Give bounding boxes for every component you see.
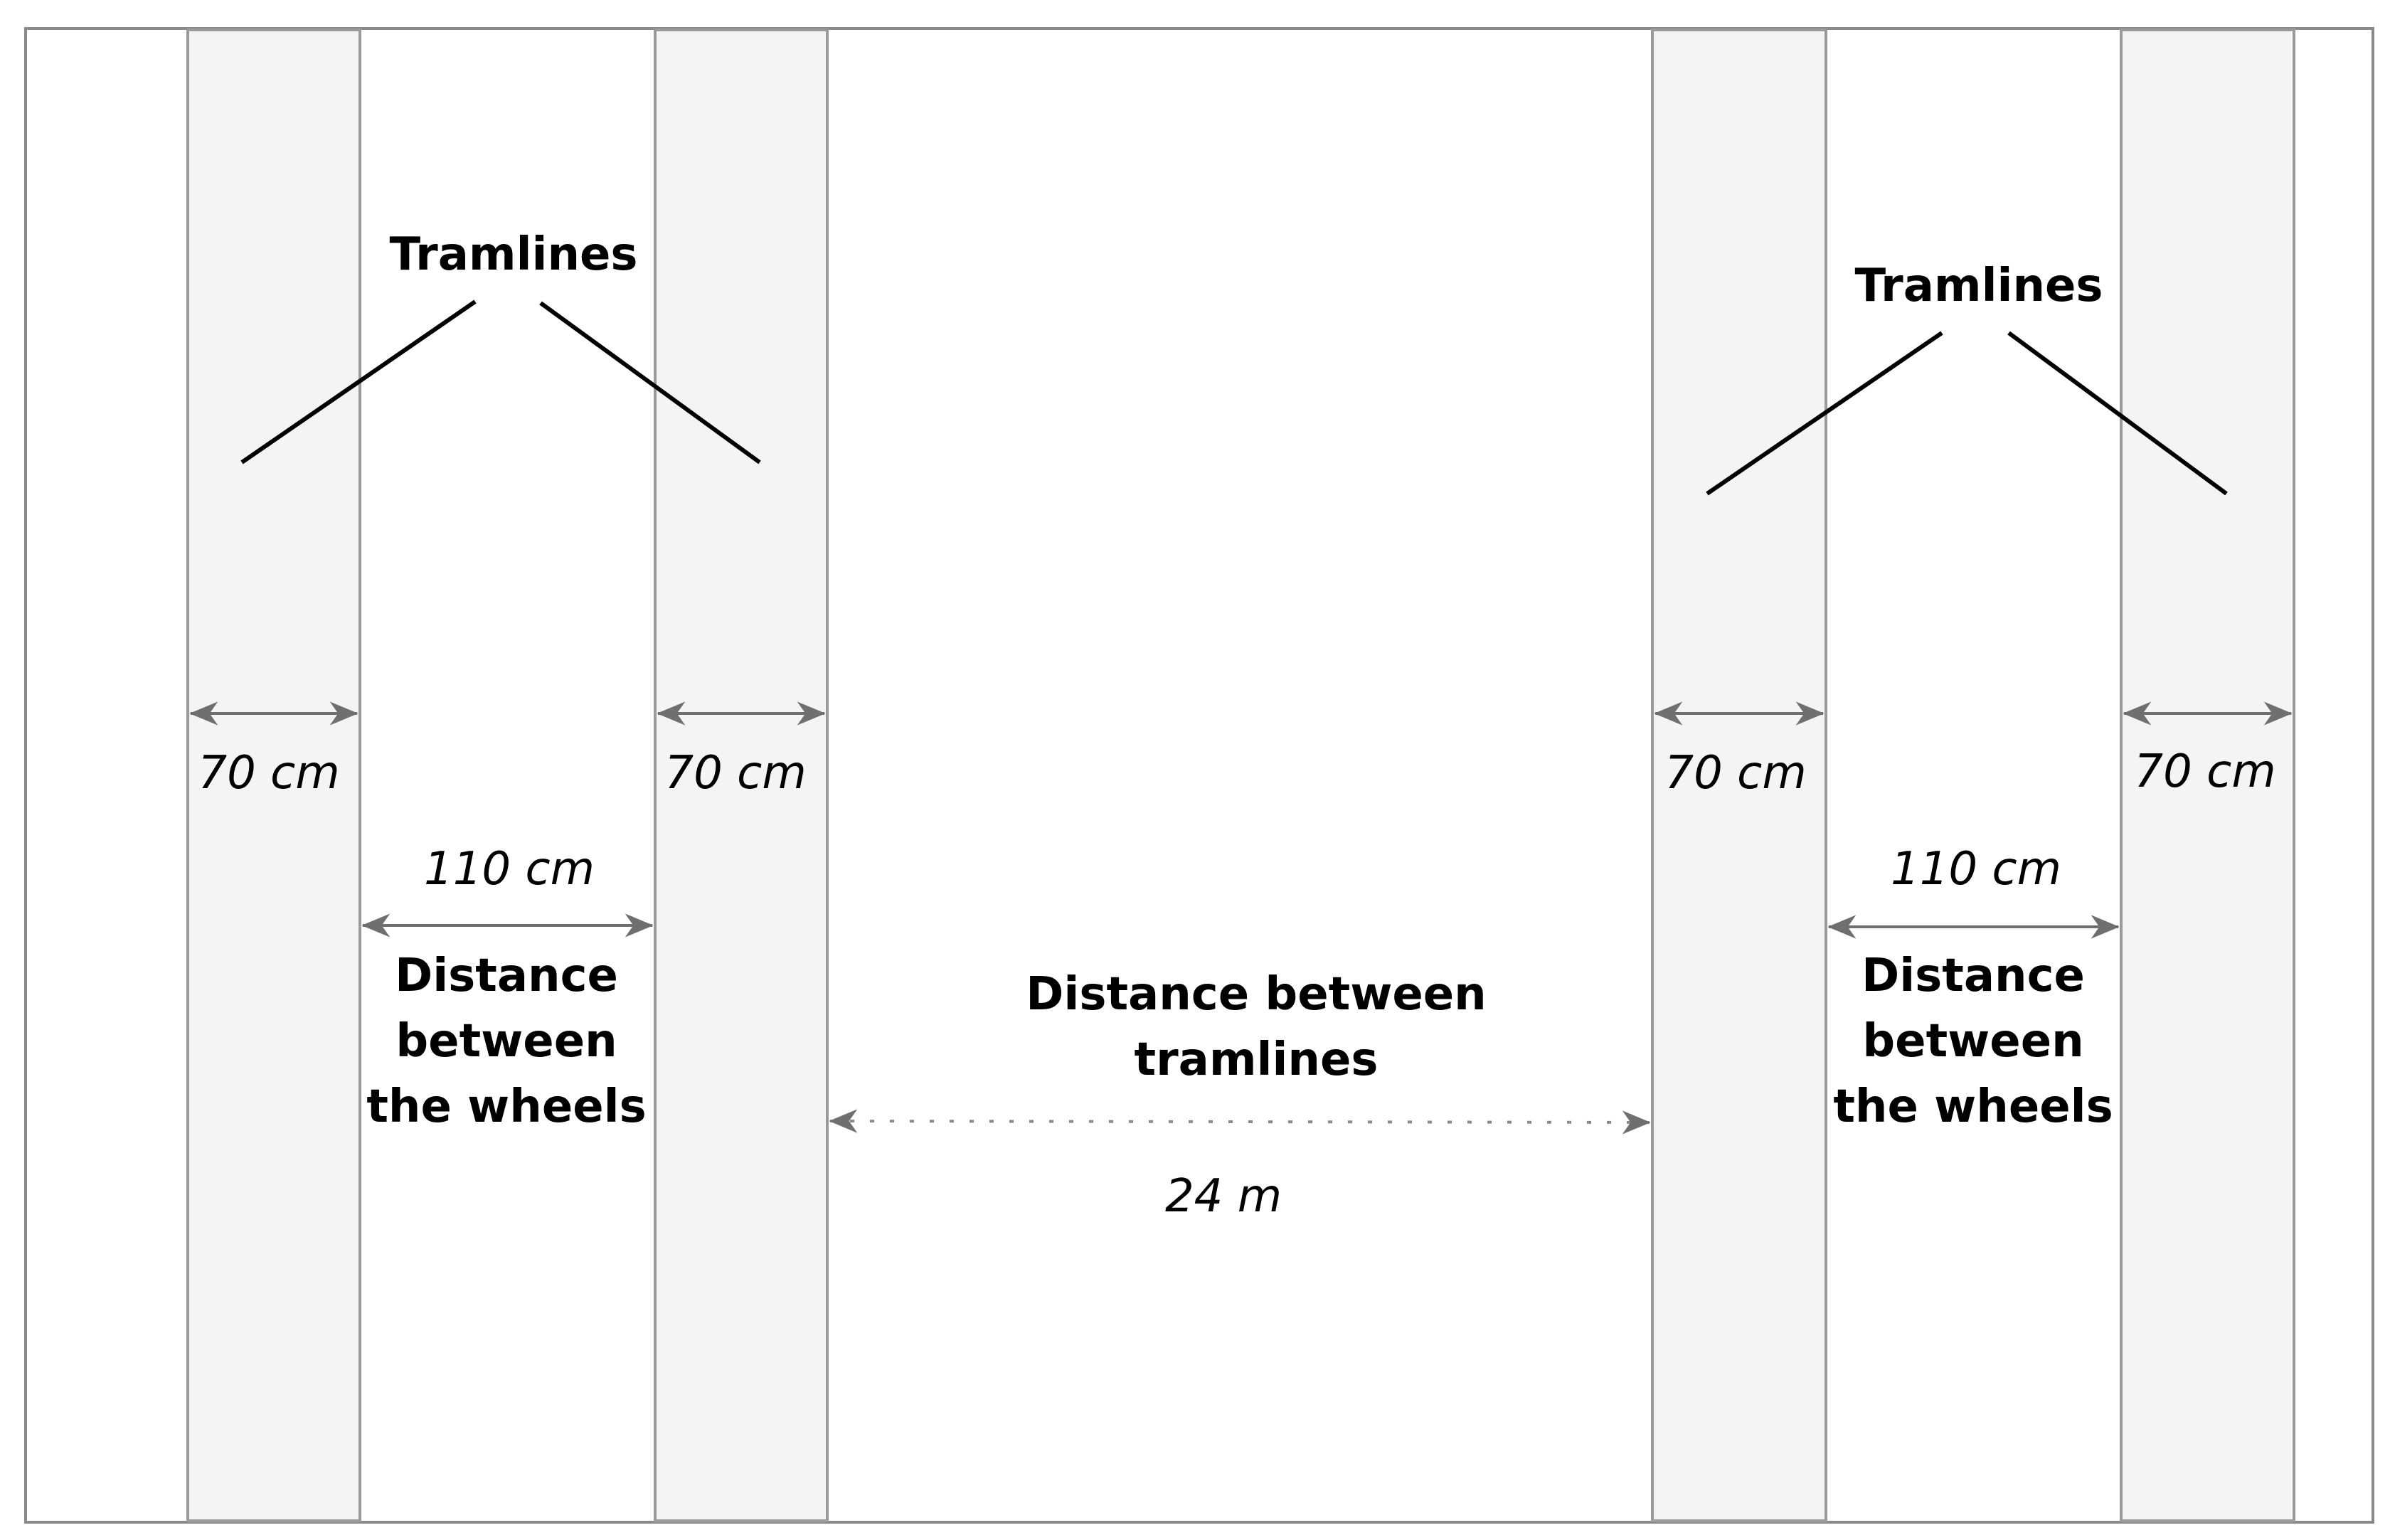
wheel-distance-caption-left: Distance between the wheels [366,950,647,1133]
wheel-track-4 [2120,28,2295,1522]
track-width-label-3: 70 cm [1664,747,1807,800]
tramline-pointer-left-a [240,299,477,464]
tramline-distance-value: 24 m [1164,1170,1282,1223]
wheel-distance-value-right: 110 cm [1890,843,2062,896]
wheel-track-1 [186,28,361,1522]
wheel-distance-caption-right: Distance between the wheels [1833,950,2113,1133]
wheel-track-2 [654,28,829,1522]
track-width-label-2: 70 cm [664,747,807,800]
tramlines-label-left: Tramlines [389,228,638,281]
wheel-track-3 [1651,28,1827,1522]
track-width-label-1: 70 cm [198,747,340,800]
tramline-pointer-right-a [1706,331,1943,496]
tramlines-label-right: Tramlines [1854,260,2103,312]
tramline-pointer-left-b [539,301,761,464]
track-width-label-4: 70 cm [2134,745,2276,798]
field-border [24,27,2374,1524]
wheel-distance-value-left: 110 cm [423,843,595,896]
tramline-distance-caption: Distance between tramlines [1026,968,1487,1086]
tramline-pointer-right-b [2007,331,2228,496]
